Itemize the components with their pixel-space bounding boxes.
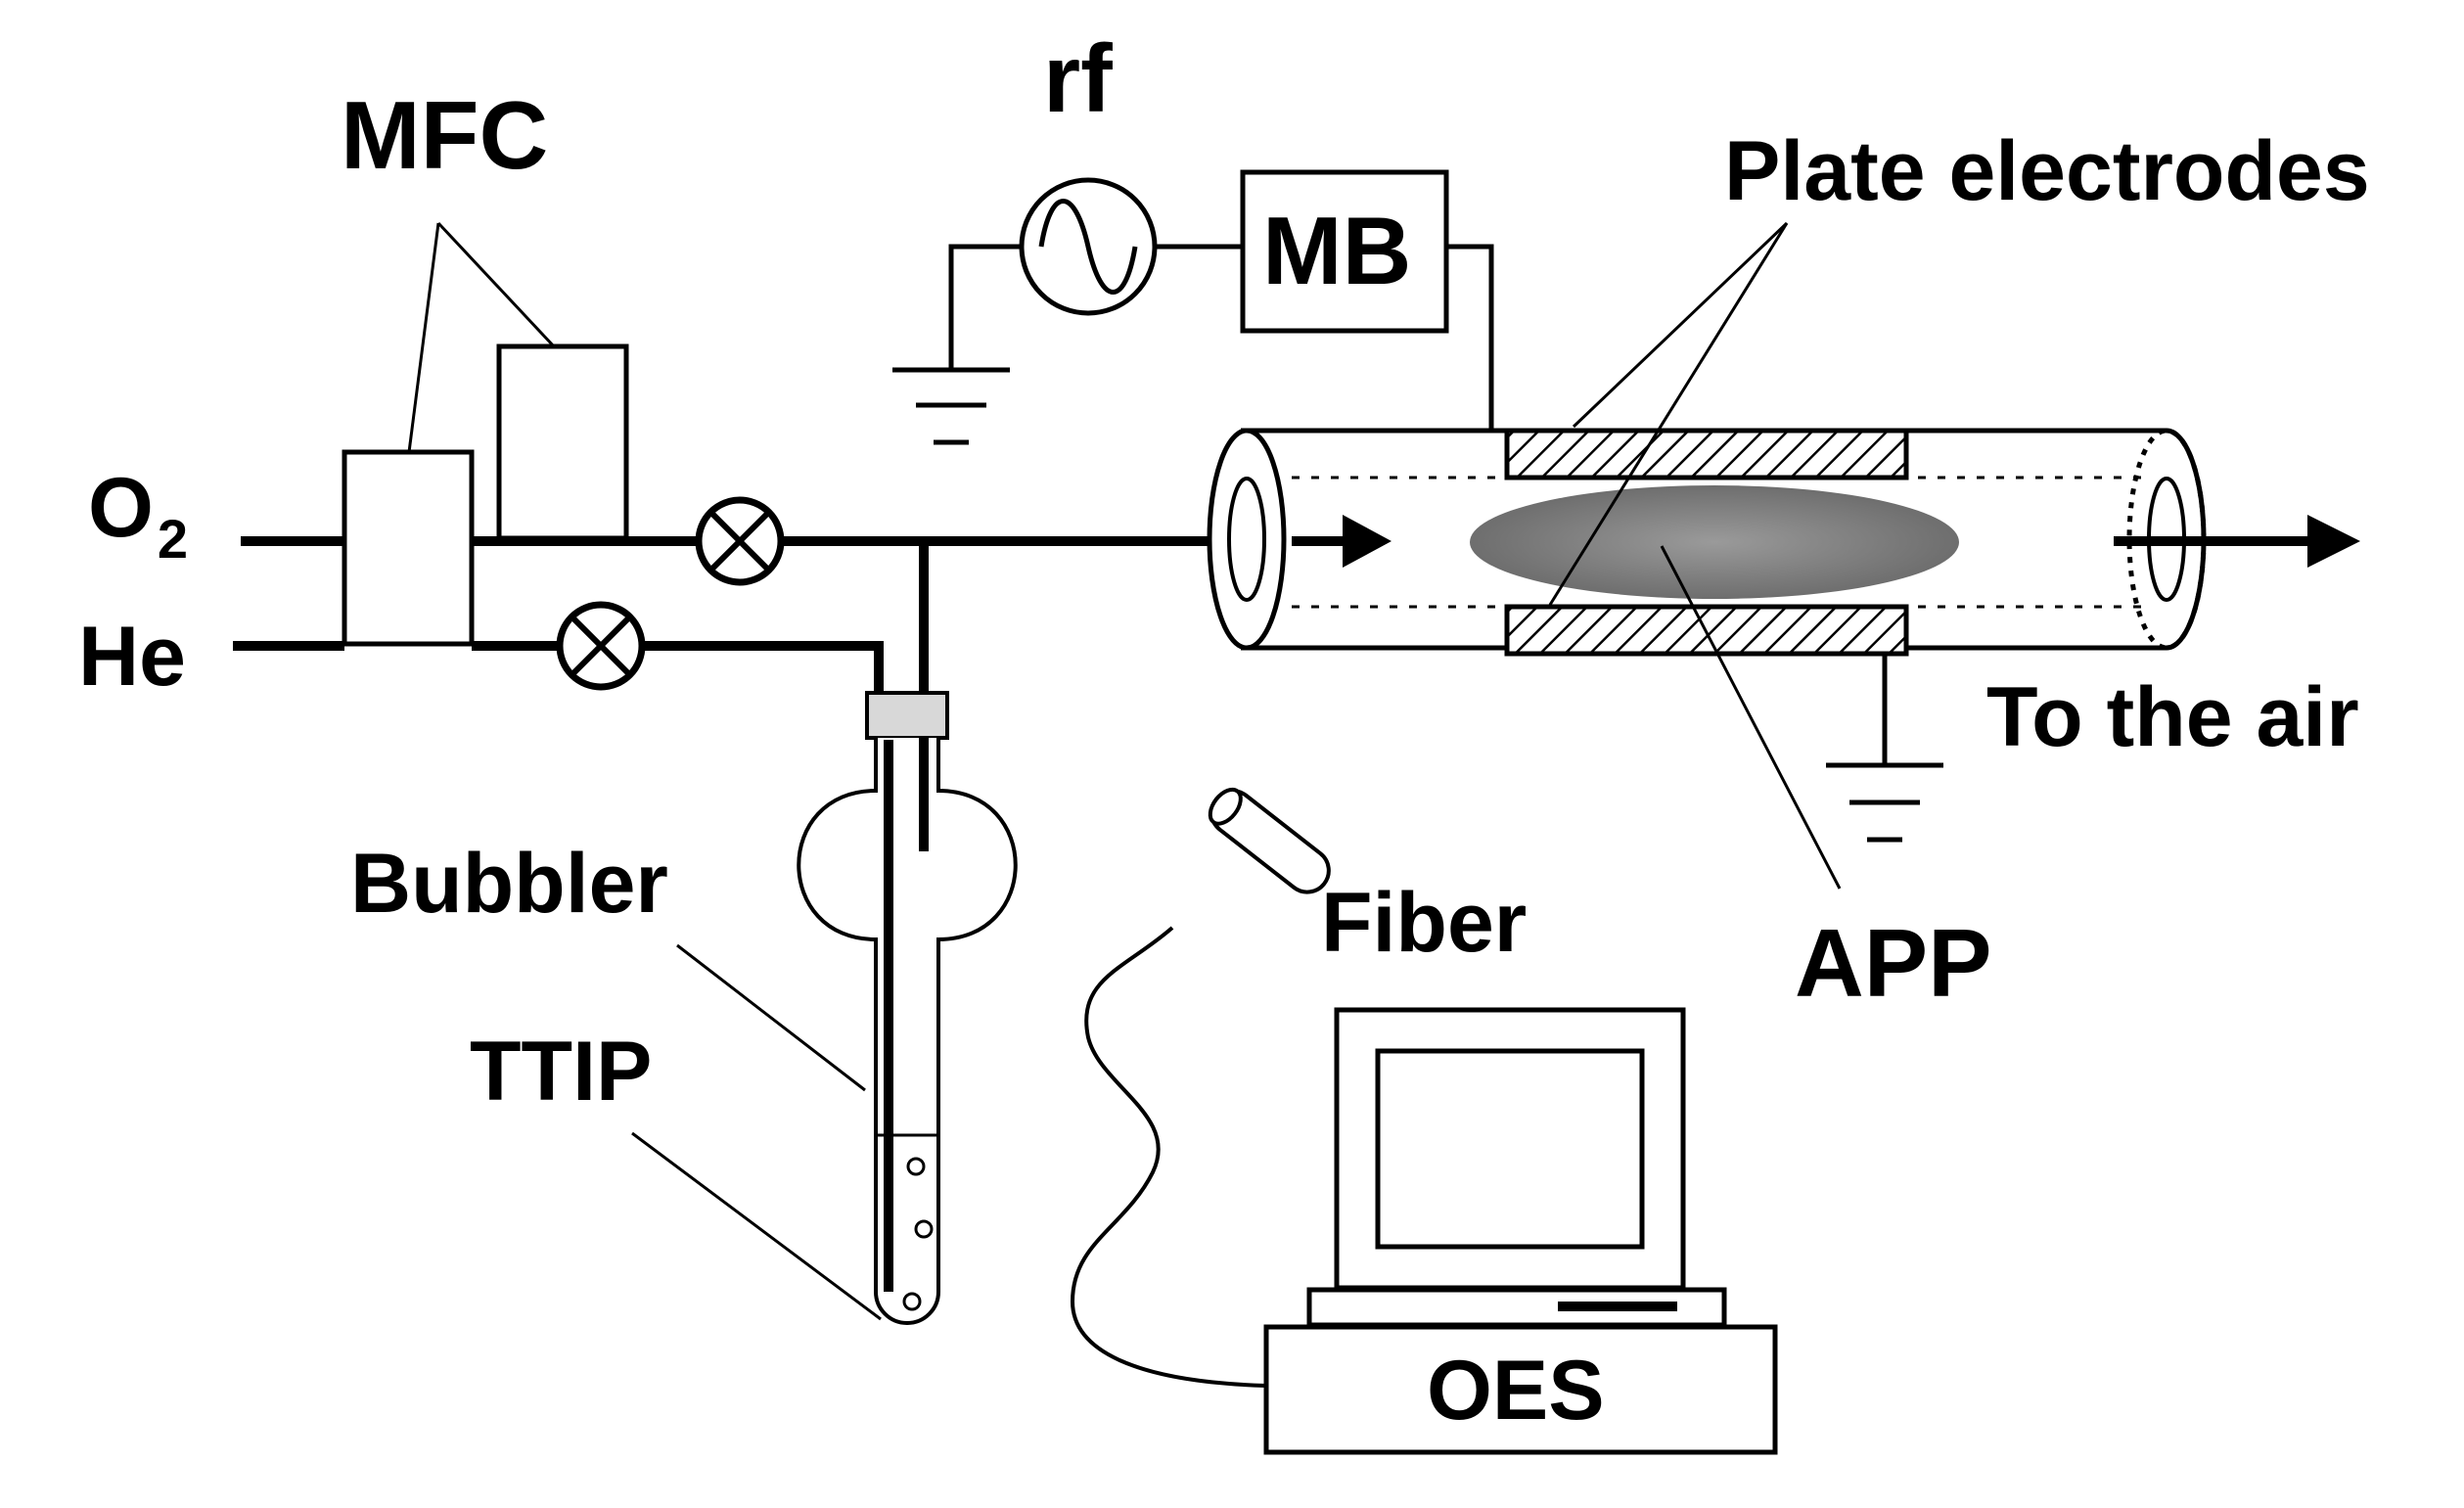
fiber-label: Fiber <box>1321 876 1527 970</box>
o2-label-sub: 2 <box>158 508 188 570</box>
ground-icon-rf <box>892 367 1010 445</box>
bubbler-body <box>797 738 1018 1325</box>
outlet-arrow-icon <box>2307 515 2360 568</box>
fiber-cable <box>1070 926 1267 1388</box>
gas-labels: O2 He <box>78 461 188 704</box>
mfc-leader-1 <box>407 222 440 453</box>
bubble-2 <box>914 1219 934 1239</box>
bubbler: Bubbler TTIP <box>350 691 1018 1325</box>
bubble-3 <box>902 1292 922 1311</box>
valve-o2 <box>695 496 785 586</box>
matching-box <box>1240 169 1449 334</box>
oes-label: OES <box>1427 1344 1605 1438</box>
tube-inlet-inner <box>1227 477 1266 602</box>
monitor-screen <box>1375 1048 1645 1250</box>
plate-electrodes-leader-1 <box>1572 221 1789 429</box>
bubbler-leader <box>676 943 866 1092</box>
bubbler-stopper <box>865 691 949 740</box>
bubble-1 <box>906 1157 926 1176</box>
mfc-box-he <box>342 449 475 647</box>
valve-he <box>556 601 646 691</box>
bubbler-label: Bubbler <box>350 837 668 931</box>
ttip-label: TTIP <box>470 1025 652 1119</box>
rf-label: rf <box>1043 24 1113 132</box>
he-line-to-bubbler <box>472 641 884 695</box>
rf-circuit: rf MB <box>892 24 1494 445</box>
to-the-air-label: To the air <box>1986 670 2359 764</box>
rf-electrode-wire <box>1446 244 1494 429</box>
fiber: Fiber <box>1070 787 1527 1388</box>
oes-computer: OES <box>1263 1007 1778 1455</box>
drive-slot <box>1558 1302 1677 1311</box>
he-label: He <box>78 610 186 704</box>
tube-inlet-end <box>1207 428 1287 651</box>
app-leader <box>1660 545 1842 890</box>
mfc-box-o2 <box>496 343 629 541</box>
electrode-top <box>1504 428 1909 480</box>
app-label: APP <box>1795 909 1992 1017</box>
plasma-tube: Plate electrodes To the air APP <box>1207 124 2370 1017</box>
ground-icon-electrode <box>1826 762 1943 843</box>
o2-label-main: O <box>88 461 154 555</box>
fiber-probe <box>1208 787 1331 894</box>
mfc-leader-2 <box>436 221 556 348</box>
inlet-arrow-icon <box>1343 515 1392 568</box>
rf-sine-icon <box>1038 199 1138 295</box>
plasma-glow <box>1470 485 1959 599</box>
mb-label: MB <box>1262 197 1411 304</box>
plate-electrodes-leader-2 <box>1548 222 1789 606</box>
o2-label: O2 <box>88 461 188 570</box>
oes-box <box>1263 1324 1778 1455</box>
ttip-leader <box>631 1131 882 1321</box>
mfc-group: MFC <box>341 81 629 647</box>
mfc-label: MFC <box>341 81 548 189</box>
plate-electrodes-label: Plate electrodes <box>1724 124 2370 218</box>
